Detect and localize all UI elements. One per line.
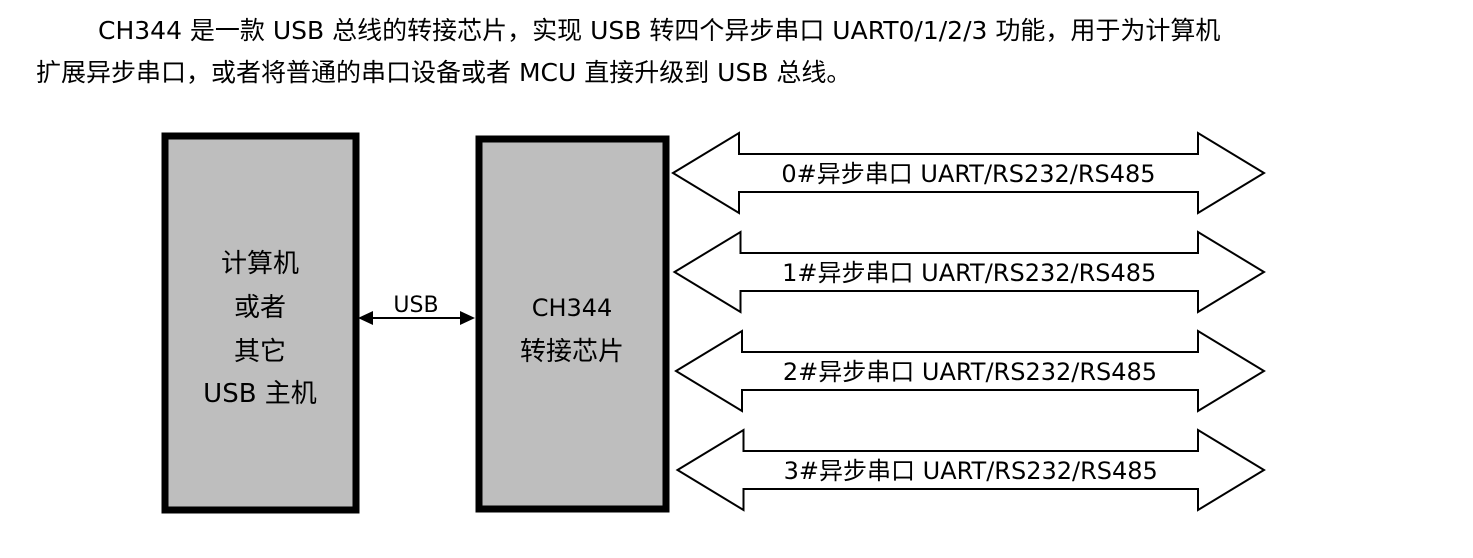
- intro-line-1: CH344 是一款 USB 总线的转接芯片，实现 USB 转四个异步串口 UAR…: [98, 16, 1221, 45]
- host-line-2: 或者: [234, 293, 286, 323]
- port-label-0: 0#异步串口 UART/RS232/RS485: [781, 160, 1155, 188]
- host-box: 计算机 或者 其它 USB 主机: [161, 132, 360, 514]
- host-box-rect: [161, 132, 360, 514]
- host-line-3: 其它: [234, 337, 286, 367]
- port-label-1: 1#异步串口 UART/RS232/RS485: [782, 259, 1156, 287]
- chip-name: CH344: [532, 294, 613, 322]
- host-line-1: 计算机: [221, 249, 299, 279]
- intro-line-2: 扩展异步串口，或者将普通的串口设备或者 MCU 直接升级到 USB 总线。: [36, 58, 852, 87]
- port-arrow-0: 0#异步串口 UART/RS232/RS485: [671, 131, 1266, 215]
- port-arrow-1: 1#异步串口 UART/RS232/RS485: [672, 230, 1266, 314]
- usb-link: USB: [358, 293, 475, 325]
- chip-box-rect: [475, 135, 670, 513]
- double-arrow-shape: [672, 230, 1266, 314]
- double-arrow-shape: [671, 131, 1266, 215]
- chip-desc: 转接芯片: [520, 337, 624, 367]
- intro-paragraph: CH344 是一款 USB 总线的转接芯片，实现 USB 转四个异步串口 UAR…: [36, 10, 1456, 94]
- double-arrow-shape: [675, 428, 1266, 512]
- port-label-2: 2#异步串口 UART/RS232/RS485: [783, 358, 1157, 386]
- usb-link-label: USB: [393, 293, 438, 318]
- port-arrow-3: 3#异步串口 UART/RS232/RS485: [675, 428, 1266, 512]
- chip-box: CH344 转接芯片: [475, 135, 670, 513]
- port-arrow-2: 2#异步串口 UART/RS232/RS485: [674, 329, 1266, 413]
- host-line-4: USB 主机: [203, 379, 317, 409]
- usb-arrowhead-right: [460, 311, 475, 325]
- usb-arrowhead-left: [358, 311, 373, 325]
- serial-ports: 0#异步串口 UART/RS232/RS485 1#异步串口 UART/RS232…: [671, 131, 1266, 512]
- port-label-3: 3#异步串口 UART/RS232/RS485: [784, 457, 1158, 485]
- double-arrow-shape: [674, 329, 1266, 413]
